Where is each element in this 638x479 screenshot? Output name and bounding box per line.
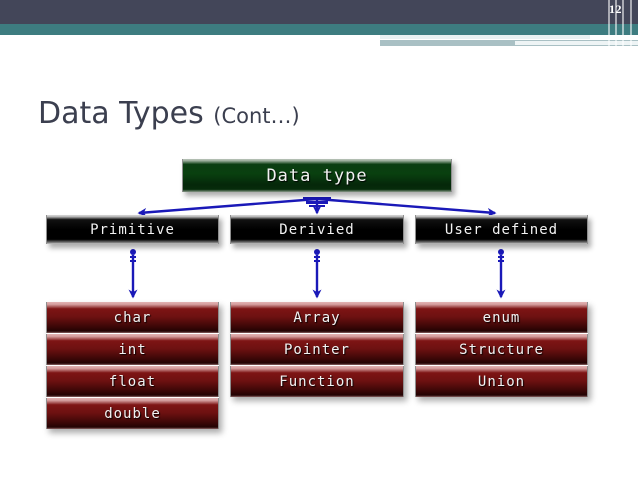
header-stripe-3 (622, 0, 624, 48)
connector-root-to-userdefined (316, 197, 497, 217)
node-enum[interactable]: enum (415, 302, 588, 333)
node-primitive[interactable]: Primitive (46, 215, 219, 244)
node-function[interactable]: Function (230, 366, 404, 397)
node-double[interactable]: double (46, 398, 219, 429)
leaf-stack-derivied: Array Pointer Function (230, 302, 404, 397)
page-title: Data Types (Cont…) (38, 96, 300, 131)
header-stripe-1 (608, 0, 610, 48)
header-accent-band-4 (515, 41, 638, 45)
header-accent-band-2 (380, 40, 510, 46)
header-teal-bar-right (380, 24, 638, 35)
node-array[interactable]: Array (230, 302, 404, 333)
connector-root-to-primitive (137, 197, 318, 217)
page-title-main: Data Types (38, 96, 204, 131)
slide-header (0, 0, 638, 48)
leaf-stack-primitive: char int float double (46, 302, 219, 429)
header-dark-bar (0, 0, 638, 24)
page-number: 12 (609, 2, 622, 16)
page-title-suffix: (Cont…) (213, 104, 300, 128)
header-white-cutout (0, 35, 380, 48)
header-teal-bar (0, 24, 638, 35)
leaf-stack-user-defined: enum Structure Union (415, 302, 588, 397)
connector-node-dots (130, 249, 504, 262)
header-stripe-4 (630, 0, 632, 48)
node-char[interactable]: char (46, 302, 219, 333)
node-int[interactable]: int (46, 334, 219, 365)
node-union[interactable]: Union (415, 366, 588, 397)
node-structure[interactable]: Structure (415, 334, 588, 365)
node-derivied[interactable]: Derivied (230, 215, 404, 244)
node-user-defined[interactable]: User defined (415, 215, 588, 244)
node-float[interactable]: float (46, 366, 219, 397)
header-accent-band-1 (380, 35, 590, 39)
header-stripe-2 (615, 0, 617, 48)
node-pointer[interactable]: Pointer (230, 334, 404, 365)
connector-junction-knot (303, 197, 331, 207)
node-data-type[interactable]: Data type (182, 159, 452, 192)
